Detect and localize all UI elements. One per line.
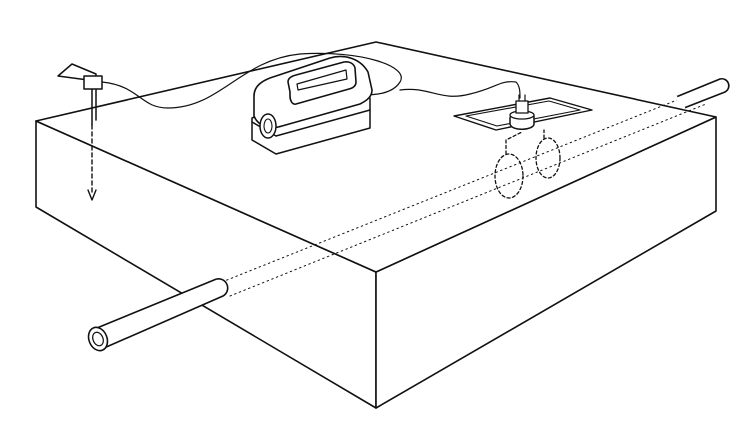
figure-root: [36, 42, 729, 408]
meter-front-knob-inner: [264, 119, 272, 133]
probe-connector: [516, 101, 528, 113]
pipe-left-end: [92, 279, 228, 348]
pipe-right-end: [676, 79, 729, 108]
ground-clip: [84, 76, 102, 89]
concrete-block: [36, 42, 716, 408]
